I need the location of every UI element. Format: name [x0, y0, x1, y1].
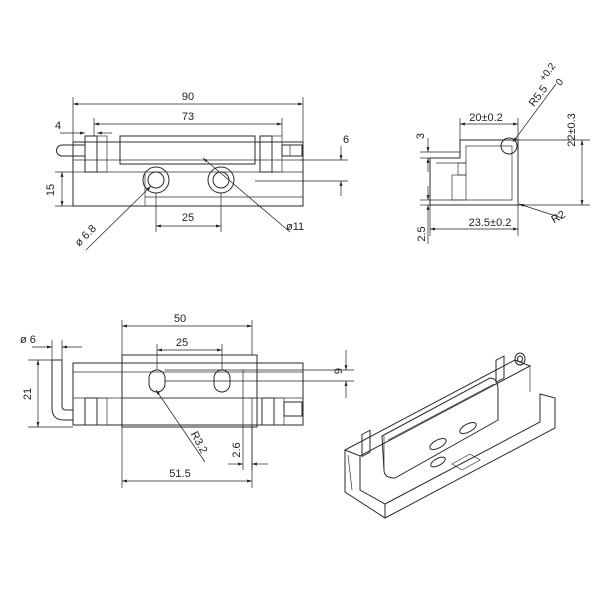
front-view: 90 73 4 6 15 25 ø 6.8 ø11: [45, 91, 349, 251]
dim-base-offset: 2.5: [416, 226, 428, 241]
dim-bottom-radius: R2: [549, 209, 567, 226]
front-view-hole-left: [142, 166, 170, 194]
dim-height: 22±0.3: [566, 113, 578, 147]
side-view: 20±0.2 22±0.3 3 R5.5 +0.2 0 23.5±0.2 R2 …: [415, 61, 590, 244]
front-view-body: [56, 135, 304, 207]
dim-hole-diameter: ø 6.8: [73, 223, 99, 249]
dim-pin-span: 73: [182, 111, 194, 123]
dim-overall-length: 90: [182, 91, 194, 103]
dim-height: 21: [22, 388, 34, 400]
dim-edge-offset: 6: [343, 134, 349, 146]
dim-slot-width: 9: [333, 368, 345, 374]
top-view-slot-left: [148, 369, 166, 393]
dim-width-top: 20±0.2: [469, 112, 503, 124]
front-view-hole-right: [207, 166, 235, 194]
dim-pin-diameter: ø 6: [20, 334, 36, 346]
side-view-body: [429, 137, 519, 206]
dim-hole-spacing: 25: [182, 212, 194, 224]
dim-leaf-length: 50: [174, 313, 186, 325]
isometric-pin: [514, 352, 526, 366]
isometric-view: [343, 352, 556, 519]
dim-pin-offset: 4: [55, 120, 61, 132]
dim-counterbore-diameter: ø11: [286, 221, 304, 233]
dim-overall-length: 51.5: [169, 468, 190, 480]
dim-width-bottom: 23.5±0.2: [469, 217, 512, 229]
isometric-channel: [343, 355, 556, 519]
dim-offset-top: 3: [415, 133, 427, 139]
top-view-body: [51, 354, 304, 428]
dim-height: 15: [45, 184, 57, 196]
dim-radius-tolerance-lower: 0: [554, 77, 566, 88]
dim-slot-spacing: 25: [176, 337, 188, 349]
top-view: 50 25 ø 6 21 9 R3.2 2.6: [20, 313, 354, 488]
isometric-leaf: [381, 377, 499, 479]
dim-edge-offset: 2.6: [231, 442, 243, 457]
dim-slot-radius: R3.2: [188, 430, 210, 456]
